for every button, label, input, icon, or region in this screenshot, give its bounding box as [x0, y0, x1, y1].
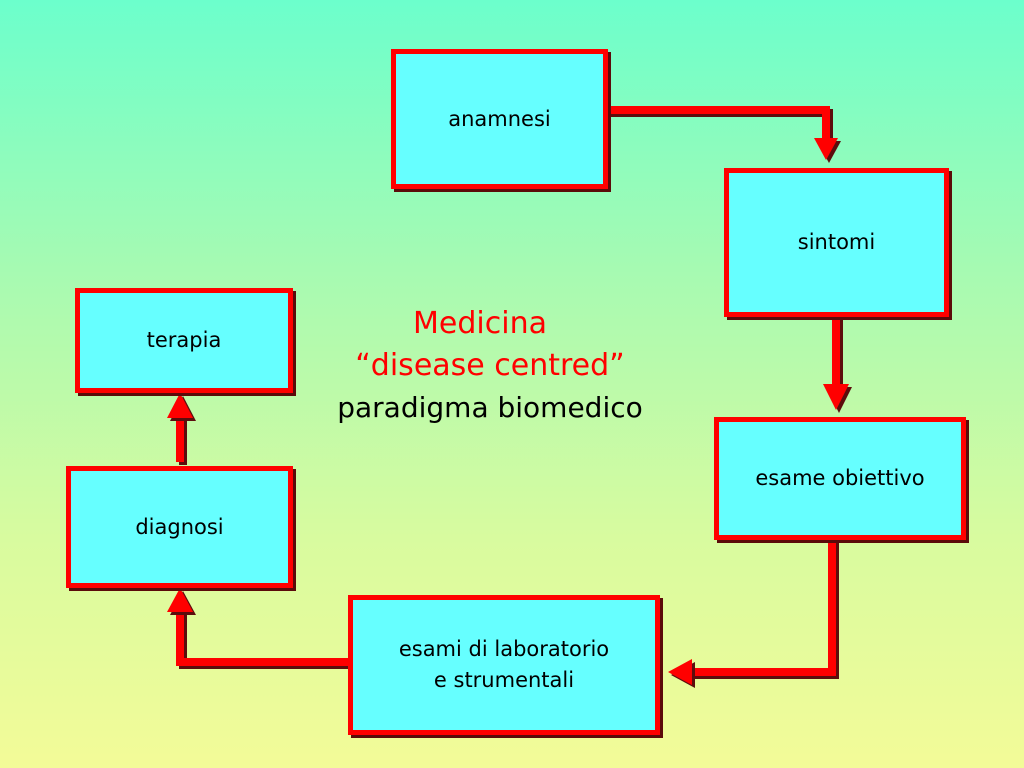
- center-title-disease-centred: “disease centred”: [355, 348, 625, 383]
- arrowhead-esami-laboratorio: [668, 659, 692, 685]
- center-subtitle-paradigma: paradigma biomedico: [337, 391, 643, 424]
- node-sintomi-label: sintomi: [797, 230, 876, 254]
- node-sintomi: sintomi: [724, 168, 949, 317]
- node-esami-laboratorio: esami di laboratorio e strumentali: [348, 595, 660, 735]
- arrowhead-esame-obiettivo: [823, 384, 849, 410]
- arrow-esami-laboratorio-to-diagnosi: [176, 610, 348, 666]
- node-anamnesi: anamnesi: [391, 49, 608, 189]
- node-esami-laboratorio-label-line2: e strumentali: [433, 668, 575, 692]
- node-esame-obiettivo: esame obiettivo: [714, 417, 966, 540]
- arrowhead-terapia: [167, 393, 193, 418]
- arrow-esame-obiettivo-to-esami-laboratorio: [690, 540, 836, 676]
- arrowhead-sintomi: [814, 138, 838, 160]
- node-diagnosi-label: diagnosi: [135, 514, 224, 539]
- node-esami-laboratorio-label-line1: esami di laboratorio: [398, 637, 610, 661]
- node-esame-obiettivo-label: esame obiettivo: [755, 466, 925, 490]
- node-terapia: terapia: [75, 288, 293, 393]
- center-title-medicina: Medicina: [413, 306, 547, 341]
- arrowhead-diagnosi: [167, 588, 193, 612]
- node-terapia-label: terapia: [146, 328, 222, 352]
- arrow-anamnesi-to-sintomi: [608, 106, 830, 140]
- node-anamnesi-label: anamnesi: [448, 106, 551, 131]
- center-title: Medicina “disease centred” paradigma bio…: [300, 303, 680, 429]
- node-diagnosi: diagnosi: [66, 466, 293, 588]
